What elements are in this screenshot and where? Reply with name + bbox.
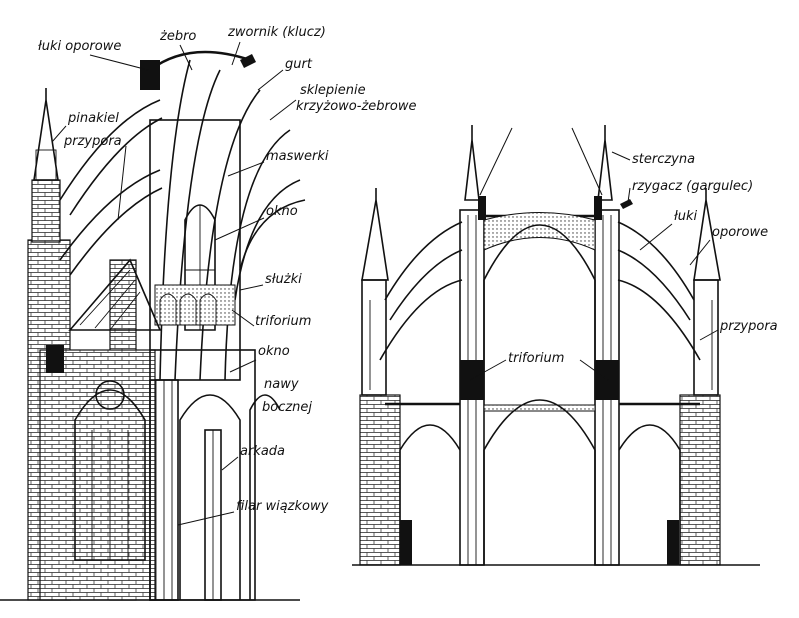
label-sklepienie-1: sklepienie: [300, 83, 366, 98]
label-luki-oporowe-right-1: łuki: [674, 209, 698, 224]
labels-layer: łuki oporowe żebro zwornik (klucz) gurt …: [38, 25, 778, 514]
outer-buttress-left: [359, 394, 401, 566]
label-okno: okno: [266, 204, 298, 219]
label-okno-nawy-3: bocznej: [262, 400, 312, 415]
label-okno-nawy-1: okno: [258, 344, 290, 359]
label-zwornik: zwornik (klucz): [227, 25, 326, 40]
label-przypora-right: przypora: [719, 319, 778, 334]
cross-section-drawing: [352, 125, 760, 566]
label-pinakiel: pinakiel: [67, 111, 119, 126]
label-luki-oporowe-left: łuki oporowe: [38, 39, 121, 54]
label-rzygacz: rzygacz (gargulec): [632, 179, 753, 194]
nave-vault: [483, 224, 596, 400]
outer-buttress-right: [679, 394, 721, 566]
label-triforium-left: triforium: [255, 314, 311, 329]
flying-buttress-arc: [59, 99, 161, 201]
label-zebro: żebro: [159, 29, 196, 44]
label-okno-nawy-2: nawy: [264, 377, 299, 392]
leader-lines: [51, 41, 719, 526]
label-sluzki: służki: [265, 272, 302, 287]
label-triforium-right: triforium: [508, 351, 564, 366]
label-przypora-left: przypora: [63, 134, 122, 149]
label-maswerki: maswerki: [266, 149, 329, 164]
label-gurt: gurt: [285, 57, 313, 72]
perspective-cutaway-drawing: [0, 50, 306, 601]
label-sterczyna: sterczyna: [632, 152, 695, 167]
label-sklepienie-2: krzyżowo-żebrowe: [296, 99, 416, 114]
label-arkada: arkada: [240, 444, 285, 459]
label-filar: filar wiązkowy: [236, 499, 329, 514]
label-luki-oporowe-right-2: oporowe: [712, 225, 768, 240]
